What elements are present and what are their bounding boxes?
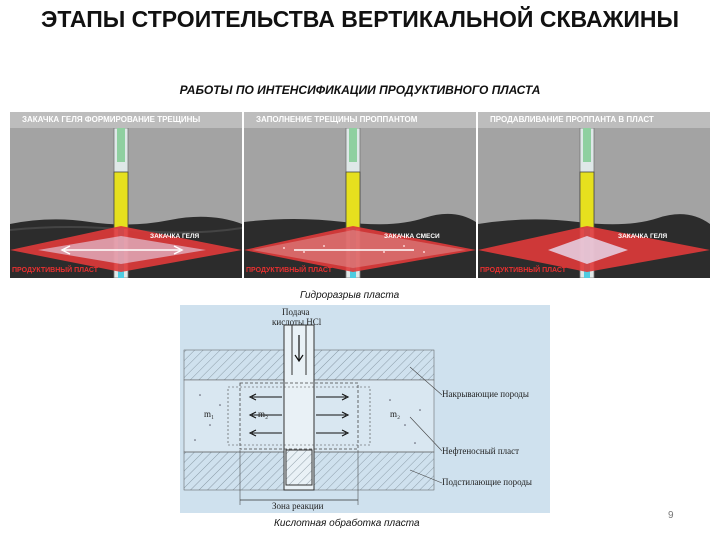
panel-3-bottom-label: ПРОДУКТИВНЫЙ ПЛАСТ	[480, 267, 566, 274]
page-number: 9	[668, 510, 674, 521]
hydrofrac-caption: Гидроразрыв пласта	[300, 290, 399, 301]
panel-2-bottom-label: ПРОДУКТИВНЫЙ ПЛАСТ	[246, 267, 332, 274]
slide-title: ЭТАПЫ СТРОИТЕЛЬСТВА ВЕРТИКАЛЬНОЙ СКВАЖИН…	[0, 4, 720, 35]
acid-treatment-caption: Кислотная обработка пласта	[274, 518, 420, 529]
hydrofrac-panel-3: ПРОДАВЛИВАНИЕ ПРОППАНТА В ПЛАСТ ЗАКАЧКА …	[478, 112, 710, 278]
slide-subtitle: РАБОТЫ ПО ИНТЕНСИФИКАЦИИ ПРОДУКТИВНОГО П…	[0, 83, 720, 97]
panel-3-arrow-label: ЗАКАЧКА ГЕЛЯ	[618, 233, 667, 240]
overburden-label: Накрывающие породы	[442, 389, 529, 399]
reaction-zone-label: Зона реакции	[272, 501, 324, 511]
panel-1-illustration	[10, 112, 242, 278]
mark-m2-right: m₂	[390, 409, 400, 419]
panel-2-arrow-label: ЗАКАЧКА СМЕСИ	[384, 233, 440, 240]
hydrofrac-panel-1: ЗАКАЧКА ГЕЛЯ ФОРМИРОВАНИЕ ТРЕЩИНЫ ЗАКАЧК…	[10, 112, 242, 278]
panel-2-header: ЗАПОЛНЕНИЕ ТРЕЩИНЫ ПРОППАНТОМ	[244, 112, 476, 128]
panel-1-header: ЗАКАЧКА ГЕЛЯ ФОРМИРОВАНИЕ ТРЕЩИНЫ	[10, 112, 242, 128]
panel-1-arrow-label: ЗАКАЧКА ГЕЛЯ	[150, 233, 199, 240]
panel-1-bottom-label: ПРОДУКТИВНЫЙ ПЛАСТ	[12, 267, 98, 274]
panel-3-illustration	[478, 112, 710, 278]
panel-3-header: ПРОДАВЛИВАНИЕ ПРОППАНТА В ПЛАСТ	[478, 112, 710, 128]
mark-m1: m₁	[204, 409, 214, 419]
acid-treatment-diagram: Подача кислоты HCl Накрывающие породы Не…	[180, 305, 550, 513]
acid-feed-label-line2: кислоты HCl	[272, 317, 321, 327]
panel-2-illustration	[244, 112, 476, 278]
underburden-label: Подстилающие породы	[442, 477, 532, 487]
hydrofrac-panel-2: ЗАПОЛНЕНИЕ ТРЕЩИНЫ ПРОППАНТОМ ЗАКАЧКА СМ…	[244, 112, 476, 278]
acid-feed-label-line1: Подача	[282, 307, 309, 317]
oil-layer-label: Нефтеносный пласт	[442, 446, 519, 456]
mark-m2-left: m₂	[258, 409, 268, 419]
